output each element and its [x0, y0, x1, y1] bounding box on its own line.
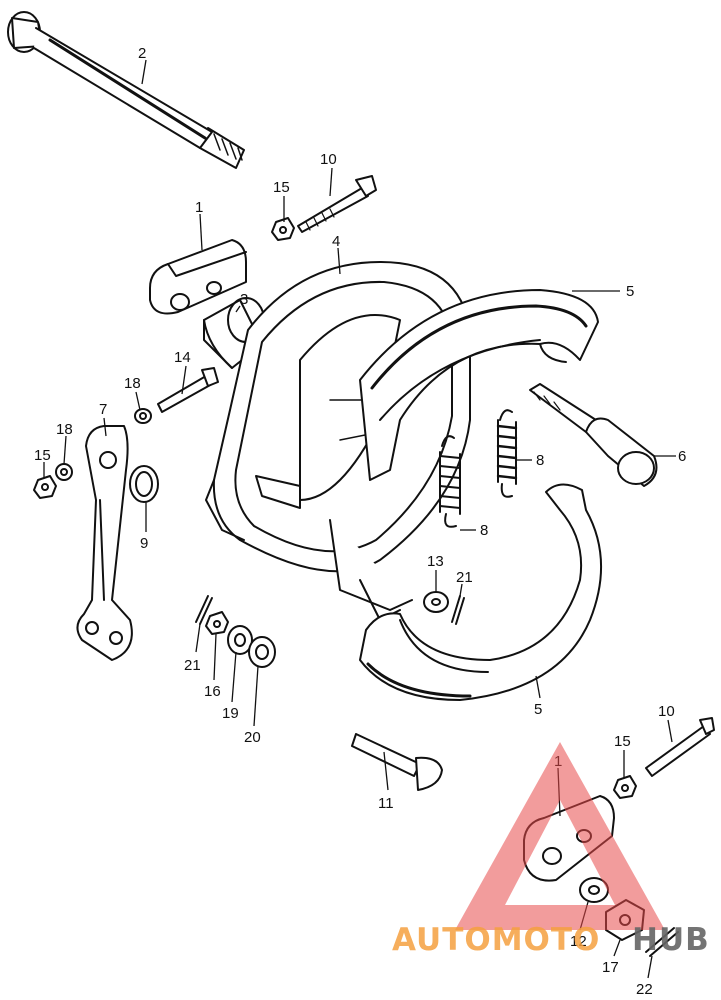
callout-5: 5 [534, 701, 542, 718]
callout-8: 8 [480, 522, 488, 539]
shoe-bolt-lower [645, 717, 715, 777]
shoe-bolt-upper [297, 175, 377, 233]
callout-15: 15 [34, 447, 51, 464]
callout-10: 10 [320, 151, 337, 168]
anchor-pin [351, 733, 443, 791]
nut-left [33, 475, 57, 499]
callout-15: 15 [273, 179, 290, 196]
seal-ring [129, 465, 159, 503]
axle-bolt [7, 11, 245, 169]
spring-right [496, 409, 518, 498]
callout-19: 19 [222, 705, 239, 722]
brake-arm [76, 425, 133, 661]
watermark-triangle [455, 742, 665, 930]
cam-lever-upper [149, 239, 247, 315]
washer-13 [423, 591, 449, 613]
callout-18: 18 [124, 375, 141, 392]
washer-18b [55, 463, 73, 481]
callout-16: 16 [204, 683, 221, 700]
callout-11: 11 [378, 795, 394, 812]
callout-2: 2 [138, 45, 146, 62]
cotter-pin-21b [195, 595, 213, 625]
callout-17: 17 [602, 959, 619, 976]
nut-16 [205, 611, 229, 635]
callout-9: 9 [140, 535, 148, 552]
callout-8: 8 [536, 452, 544, 469]
pin-bolt [157, 367, 219, 413]
washer-12 [579, 877, 609, 903]
washer-19 [227, 625, 253, 655]
callout-3: 3 [240, 291, 248, 308]
nut-upper [271, 217, 295, 241]
washer-18a [134, 408, 152, 424]
watermark-text-hub: HUB [632, 922, 710, 958]
callout-20: 20 [244, 729, 261, 746]
washer-20 [248, 636, 276, 668]
callout-21: 21 [184, 657, 201, 674]
watermark-text-automoto: AUTOMOTO [392, 922, 600, 958]
callout-7: 7 [99, 401, 107, 418]
callout-10: 10 [658, 703, 675, 720]
callout-12: 12 [570, 933, 587, 950]
spring-left [439, 435, 461, 528]
callout-1: 1 [195, 199, 203, 216]
cotter-pin-21a [451, 595, 465, 625]
callout-5: 5 [626, 283, 634, 300]
callout-22: 22 [636, 981, 653, 998]
callout-13: 13 [427, 553, 444, 570]
callout-4: 4 [332, 233, 340, 250]
callout-21: 21 [456, 569, 473, 586]
brake-shoe-lower [359, 483, 603, 701]
callout-14: 14 [174, 349, 191, 366]
brake-shoe-upper [255, 289, 599, 509]
callout-15: 15 [614, 733, 631, 750]
callout-6: 6 [678, 448, 686, 465]
cotter-pin-22 [645, 927, 679, 957]
brake-cam [529, 383, 658, 487]
callout-18: 18 [56, 421, 73, 438]
nut-lower [613, 775, 637, 799]
watermark: AUTOMOTO HUB [392, 742, 710, 958]
